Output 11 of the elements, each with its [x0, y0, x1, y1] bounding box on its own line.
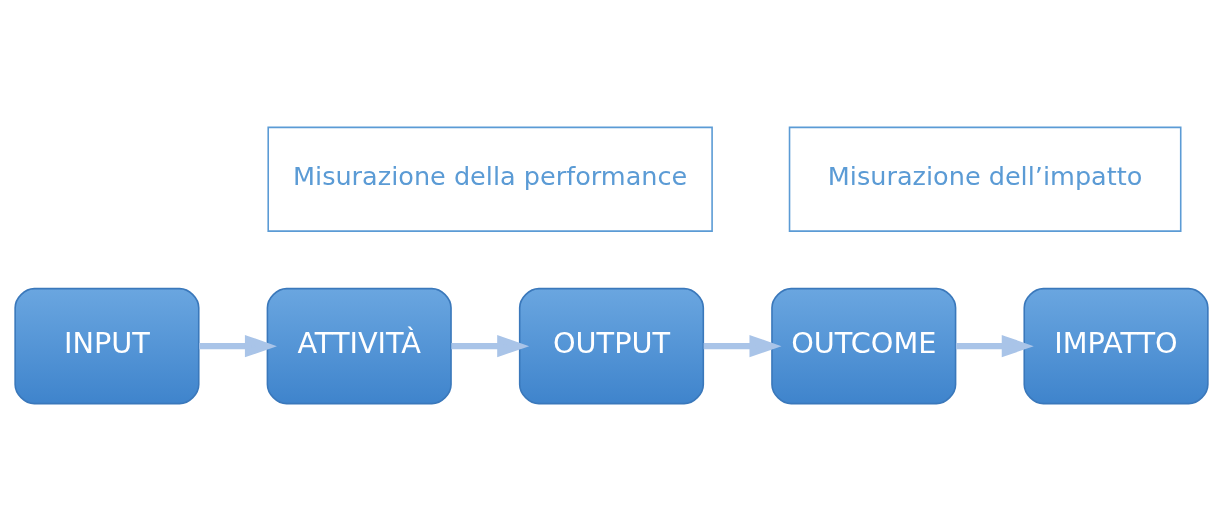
arrow: [451, 334, 530, 358]
node-box: ATTIVITÀ: [266, 287, 452, 405]
node-box: Misurazione dell’impatto: [788, 126, 1182, 232]
arrow: [703, 334, 782, 358]
node-box: IMPATTO: [1023, 287, 1209, 405]
node-box: OUTPUT: [518, 287, 705, 405]
node-box: Misurazione della performance: [267, 126, 713, 232]
arrow: [199, 334, 277, 358]
arrow: [955, 334, 1034, 358]
node-box: INPUT: [14, 287, 200, 405]
node-box: OUTCOME: [771, 287, 957, 405]
